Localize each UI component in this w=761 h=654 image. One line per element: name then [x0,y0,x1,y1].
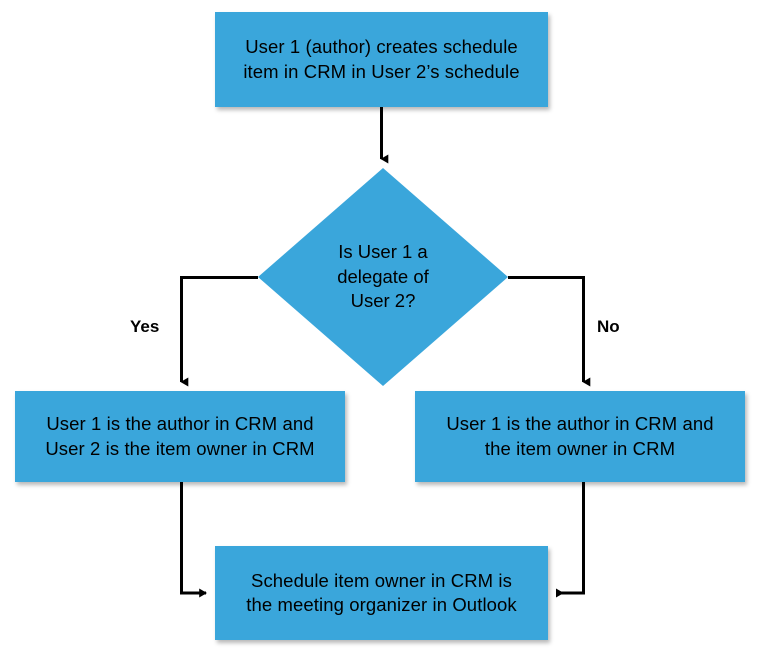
connector-yes-to-final [180,482,207,598]
node-start-create-schedule-item: User 1 (author) creates schedule item in… [215,12,548,107]
connector-no-to-final [556,482,585,598]
connector-decision-no [508,276,591,387]
edge-label-no: No [597,317,620,336]
decision-label: Is User 1 a delegate of User 2? [337,240,429,312]
node-no-outcome-author-and-owner-same: User 1 is the author in CRM and the item… [415,391,745,482]
node-final-owner-is-outlook-organizer: Schedule item owner in CRM is the meetin… [215,546,548,640]
connector-decision-yes [180,276,258,387]
node-yes-outcome-author-and-owner-split: User 1 is the author in CRM and User 2 i… [15,391,345,482]
node-decision-is-user1-delegate: Is User 1 a delegate of User 2? [258,168,508,386]
edge-label-yes: Yes [130,317,160,336]
